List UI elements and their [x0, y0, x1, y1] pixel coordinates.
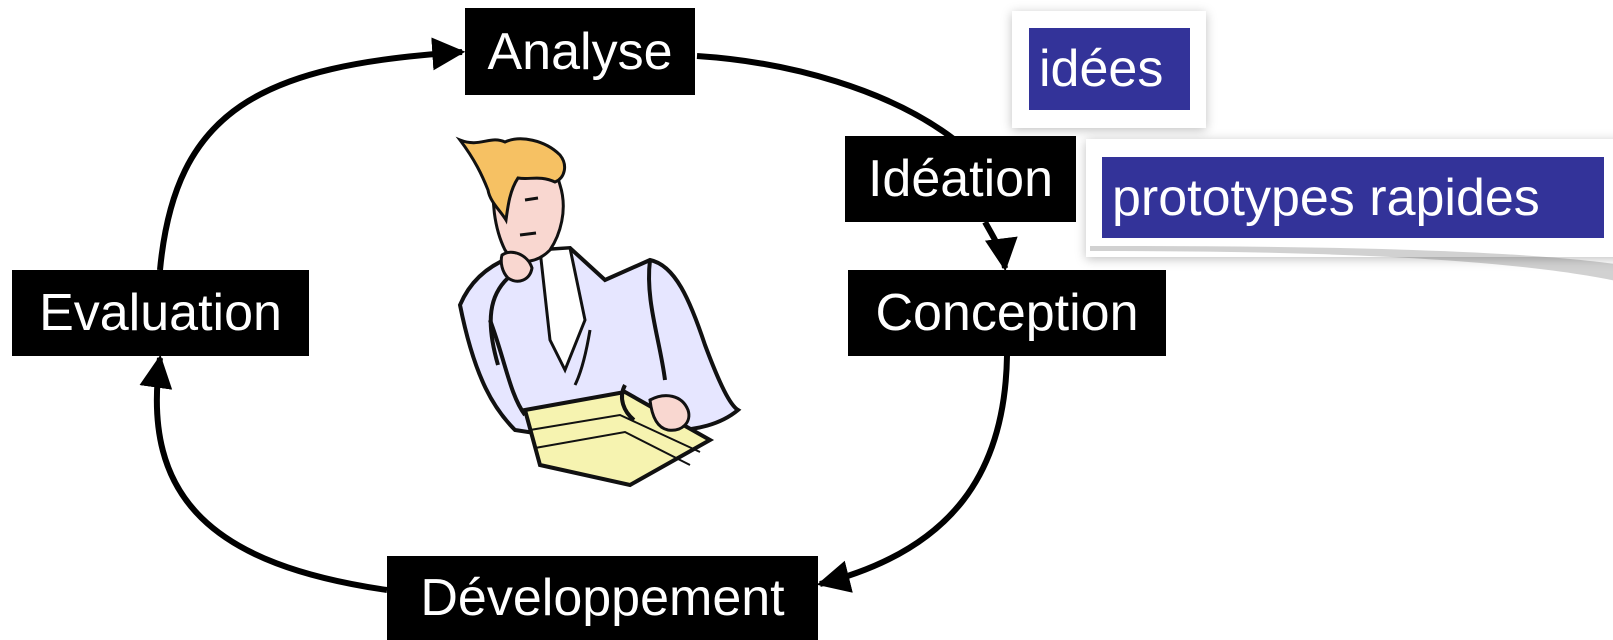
callout-idees: idées — [1029, 28, 1190, 110]
stage-ideation: Idéation — [845, 136, 1076, 222]
arrow-developpement-to-evaluation — [139, 354, 388, 593]
stage-conception: Conception — [848, 270, 1166, 356]
arrow-evaluation-to-analyse — [157, 37, 466, 271]
stage-developpement: Développement — [387, 556, 818, 640]
stage-analyse: Analyse — [465, 8, 695, 95]
callout-page-curl-shadow — [1090, 246, 1613, 281]
stage-evaluation: Evaluation — [12, 270, 309, 356]
thinking-person-illustration — [455, 136, 742, 488]
arrow-ideation-to-conception — [982, 220, 1018, 272]
arrow-analyse-to-ideation — [696, 53, 957, 143]
callout-prototypes-rapides: prototypes rapides — [1102, 157, 1604, 238]
arrow-conception-to-developpement — [816, 355, 1010, 593]
